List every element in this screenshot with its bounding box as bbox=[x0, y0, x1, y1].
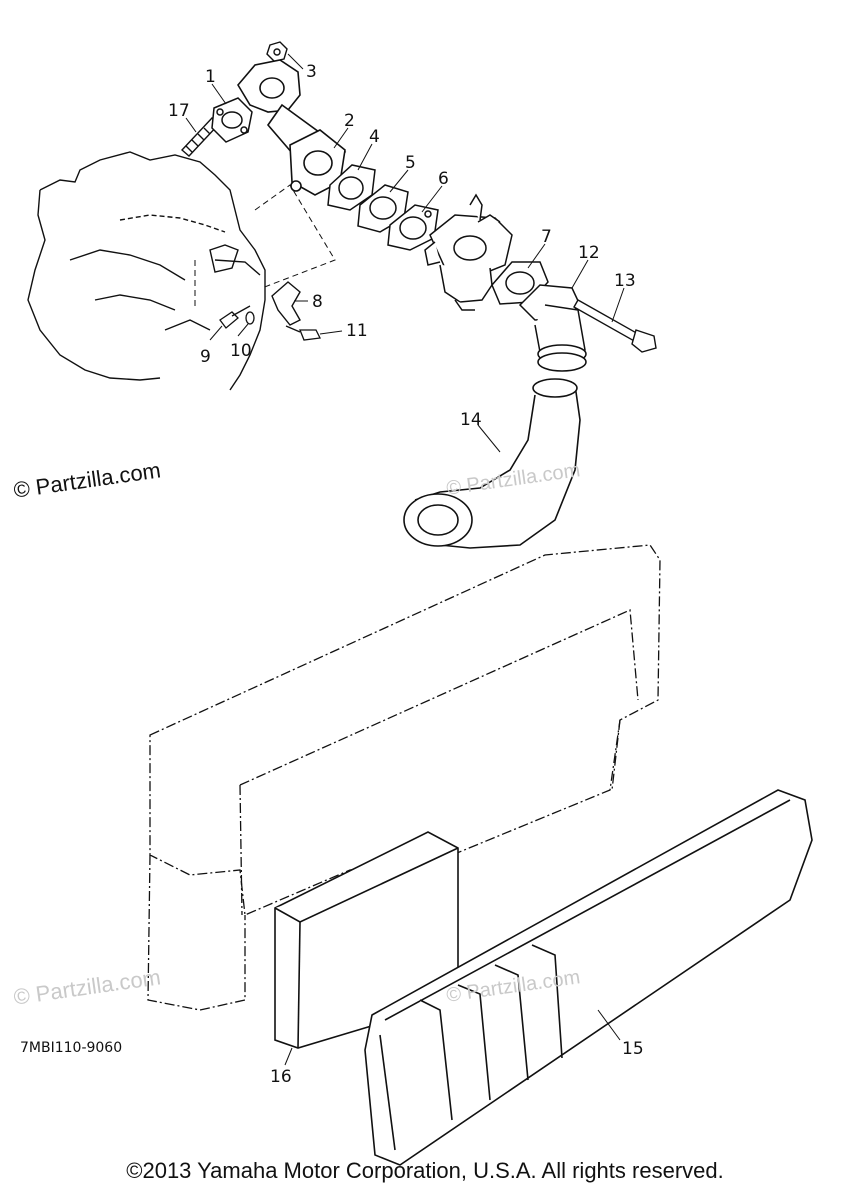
intake-duct-14 bbox=[403, 378, 581, 549]
bolt-9 bbox=[219, 305, 251, 329]
bolt-13 bbox=[573, 299, 657, 353]
callout-labels: 1 2 3 4 5 6 7 8 9 10 11 12 13 14 15 16 1… bbox=[168, 62, 644, 1087]
reference-lines bbox=[194, 184, 336, 310]
callout-14: 14 bbox=[460, 410, 482, 430]
gasket-1 bbox=[211, 97, 253, 143]
gasket-6 bbox=[387, 204, 439, 251]
callout-5: 5 bbox=[405, 153, 416, 173]
washer-10 bbox=[245, 311, 255, 325]
intake-manifold-2 bbox=[237, 59, 347, 196]
callout-11: 11 bbox=[346, 321, 368, 341]
callout-7: 7 bbox=[541, 227, 552, 247]
bolt-11 bbox=[285, 325, 321, 341]
callout-6: 6 bbox=[438, 169, 449, 189]
copyright-notice: ©2013 Yamaha Motor Corporation, U.S.A. A… bbox=[126, 1158, 724, 1183]
callout-15: 15 bbox=[622, 1039, 644, 1059]
diagram-part-code: 7MBI110-9060 bbox=[20, 1040, 123, 1056]
callout-9: 9 bbox=[200, 347, 211, 367]
air-cleaner-case bbox=[147, 544, 661, 1011]
nut-3 bbox=[266, 41, 288, 62]
leader-lines bbox=[185, 53, 625, 1066]
callout-13: 13 bbox=[614, 271, 636, 291]
callout-16: 16 bbox=[270, 1067, 292, 1087]
gasket-4 bbox=[327, 164, 376, 211]
callout-4: 4 bbox=[369, 127, 380, 147]
elbow-joint-12 bbox=[518, 284, 587, 372]
engine-outline bbox=[27, 151, 266, 391]
callout-12: 12 bbox=[578, 243, 600, 263]
callout-2: 2 bbox=[344, 111, 355, 131]
bracket-8 bbox=[271, 281, 301, 326]
callout-8: 8 bbox=[312, 292, 323, 312]
callout-17: 17 bbox=[168, 101, 190, 121]
air-cleaner-cover-15 bbox=[364, 789, 813, 1166]
callout-3: 3 bbox=[306, 62, 317, 82]
callout-1: 1 bbox=[205, 67, 216, 87]
carburetor bbox=[424, 193, 513, 311]
callout-10: 10 bbox=[230, 341, 252, 361]
